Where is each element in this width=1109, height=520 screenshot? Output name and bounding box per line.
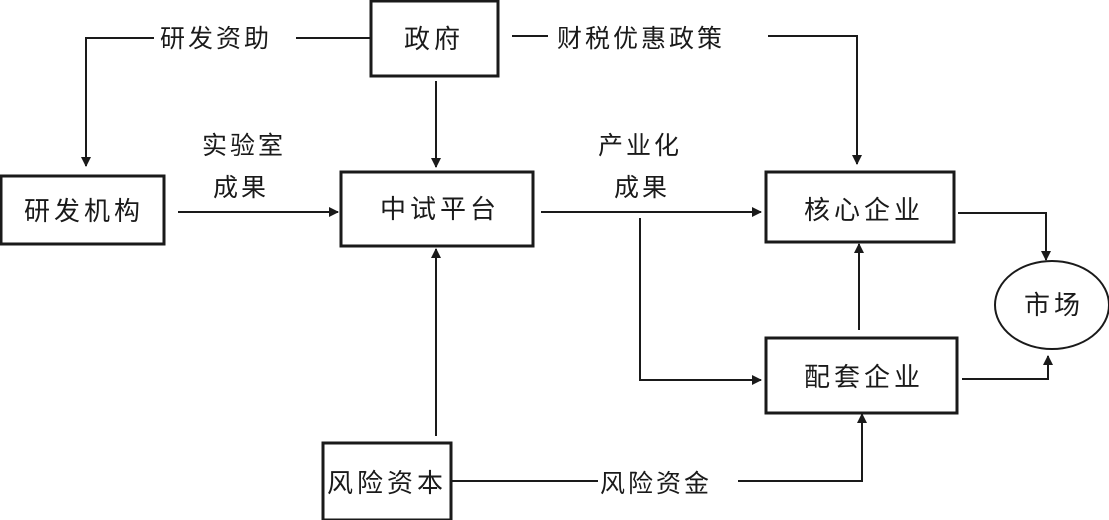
node-government-label: 政府 [404,25,464,55]
node-rd-institution: 研发机构 [0,174,166,246]
edge-government-to-rd-institution [86,37,370,166]
edge-government-to-core-enterprise [512,35,857,164]
node-core-enterprise: 核心企业 [764,170,956,244]
edge-label-rd-funding: 研发资助 [160,24,272,53]
edge-label-industrial-results-line1: 产业化 [598,131,682,160]
edge-supporting-enterprise-to-market [962,355,1053,380]
edge-label-industrial-results-line2: 成果 [614,173,670,202]
node-supporting-enterprise: 配套企业 [764,336,959,415]
node-pilot-platform-label: 中试平台 [380,195,500,225]
node-market: 市场 [994,260,1109,350]
edge-pilot-platform-to-supporting-enterprise [639,218,762,385]
node-pilot-platform: 中试平台 [339,170,535,248]
node-venture-capital: 风险资本 [321,441,453,520]
node-rd-institution-label: 研发机构 [24,197,144,227]
node-supporting-enterprise-label: 配套企业 [804,363,924,393]
node-government: 政府 [369,0,500,78]
edge-label-lab-results-line2: 成果 [213,173,269,202]
edge-label-lab-results-line1: 实验室 [202,131,286,160]
edge-label-tax-incentives: 财税优惠政策 [557,24,725,53]
edge-label-venture-funds: 风险资金 [600,469,712,498]
node-core-enterprise-label: 核心企业 [804,196,924,226]
node-venture-capital-label: 风险资本 [327,469,447,499]
node-market-label: 市场 [1024,291,1084,321]
edge-core-enterprise-to-market [958,212,1051,261]
edge-venture-capital-to-supporting-enterprise [452,414,862,482]
